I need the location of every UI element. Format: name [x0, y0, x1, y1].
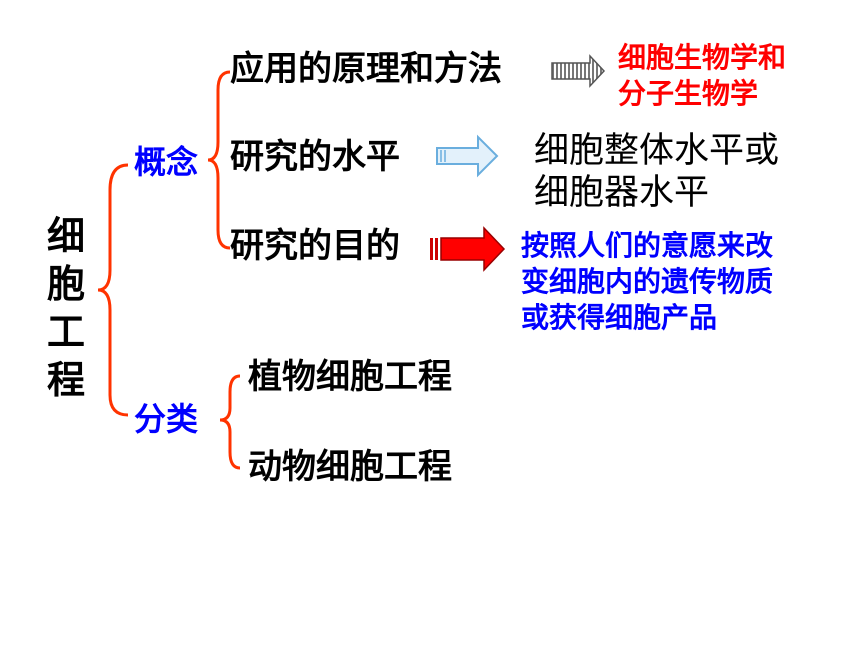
- result-line: 变细胞内的遗传物质: [521, 265, 774, 298]
- result-line: 细胞生物学和: [618, 41, 787, 74]
- concept-item-level: 研究的水平: [230, 137, 400, 177]
- arrow-icon-red: [430, 226, 506, 272]
- result-line: 或获得细胞产品: [521, 301, 718, 334]
- result-principle: 细胞生物学和 分子生物学: [618, 40, 786, 112]
- arrow-icon-striped: [551, 54, 606, 88]
- concept-item-principle: 应用的原理和方法: [230, 49, 502, 89]
- root-char: 胞: [46, 262, 85, 306]
- classification-item-plant: 植物细胞工程: [248, 357, 452, 397]
- main-bracket: [97, 163, 129, 417]
- result-line: 细胞整体水平或: [534, 131, 780, 171]
- root-char: 程: [46, 358, 85, 402]
- branch-concept-label: 概念: [134, 143, 199, 181]
- result-line: 细胞器水平: [534, 173, 710, 213]
- root-char: 细: [46, 214, 85, 258]
- classification-item-animal: 动物细胞工程: [248, 447, 452, 487]
- concept-bracket: [207, 70, 231, 250]
- arrow-icon-outline: [436, 134, 499, 178]
- classification-bracket: [219, 374, 241, 470]
- concept-item-purpose: 研究的目的: [230, 226, 400, 266]
- result-line: 按照人们的意愿来改: [521, 229, 774, 262]
- result-line: 分子生物学: [618, 77, 759, 110]
- root-label: 细 胞 工 程: [44, 212, 88, 404]
- root-char: 工: [46, 310, 85, 354]
- result-level: 细胞整体水平或 细胞器水平: [534, 130, 779, 214]
- branch-classification-label: 分类: [134, 400, 199, 438]
- result-purpose: 按照人们的意愿来改 变细胞内的遗传物质 或获得细胞产品: [521, 228, 773, 336]
